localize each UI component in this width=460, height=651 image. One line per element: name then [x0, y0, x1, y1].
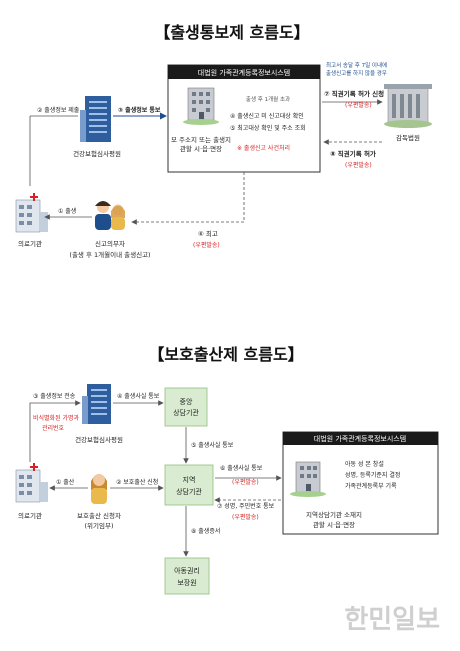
d1-label-6-sub: (우편발송) — [193, 241, 220, 249]
government-building-icon-2 — [290, 461, 326, 497]
watermark: 한민일보 — [344, 605, 440, 635]
diagram1-note-line-2: 출생신고를 하지 않을 경우 — [326, 69, 387, 77]
diagram1-parent-label-2: (출생 후 1개월이내 출생신고) — [69, 250, 150, 259]
central-counseling-box: 중앙 상담기관 — [164, 387, 208, 427]
hira-building-icon — [80, 96, 111, 142]
diagram1-court-label: 감독법원 — [396, 133, 420, 142]
diagram2-mother-label-2: (위기임부) — [85, 521, 114, 530]
central-counseling-label-2: 상담기관 — [173, 408, 199, 417]
parents-person-icon — [95, 201, 125, 230]
child-rights-label-2: 보장원 — [177, 578, 196, 587]
d2-label-4: ④ 출생사실 통보 — [117, 392, 160, 400]
central-counseling-label-1: 중앙 — [180, 398, 193, 406]
local-counseling-label-2: 상담기관 — [176, 487, 202, 496]
arrow-d1-step6 — [131, 172, 245, 225]
diagram2-system-bottom-1: 지역상담기관 소재지 — [306, 510, 362, 519]
d2-label-2: ② 보호출산 신청 — [116, 478, 158, 486]
diagram2-system-line-3: 가족관계등록부 기록 — [345, 482, 397, 490]
d1-label-6: ⑥ 최고 — [198, 229, 218, 238]
diagram2-red-note-1: 비식별화된 가명과 — [33, 414, 80, 422]
diagram2-system-header: 대법원 가족관계등록정보시스템 — [314, 434, 406, 443]
diagram1-system-line-4: ※ 출생신고 사건처리 — [237, 144, 290, 152]
arrow-d2-step3 — [29, 400, 81, 462]
diagram1-municipal-label-2: 관할 시·읍·면장 — [180, 144, 222, 153]
diagram1-hira-label: 건강보험심사평원 — [73, 149, 121, 158]
government-building-icon — [183, 87, 219, 125]
diagram2-red-note-2: 관리번호 — [42, 424, 65, 432]
d1-label-3: ③ 출생정보 통보 — [118, 106, 161, 114]
d2-label-7-sub: (우편발송) — [232, 513, 259, 521]
diagram1-system-line-2: ④ 출생신고 미 신고대상 확인 — [230, 112, 304, 120]
diagram1-system-line-3: ⑤ 최고대상 확인 및 주소 조회 — [230, 124, 306, 132]
d2-label-5: ⑤ 출생사실 통보 — [191, 441, 234, 449]
diagram1-hospital-label: 의료기관 — [18, 239, 42, 248]
d2-label-6-sub: (우편발송) — [232, 478, 259, 486]
child-rights-box: 아동권리 보장원 — [164, 557, 210, 595]
diagram2-system-box: 대법원 가족관계등록정보시스템 아동 성 본 창설 성명, 등록기준지 결정 가… — [282, 431, 439, 535]
diagram1-parent-label-1: 신고의무자 — [95, 239, 125, 248]
d1-label-8-sub: (우편발송) — [345, 161, 372, 169]
diagram2-system-line-1: 아동 성 본 창설 — [345, 460, 384, 468]
diagram2-hospital-label: 의료기관 — [18, 511, 42, 520]
d1-label-7-sub: (우편발송) — [345, 101, 372, 109]
hospital-building-icon — [15, 193, 48, 233]
diagram1-system-box: 대법원 가족관계등록정보시스템 모 주소지 또는 출생지 관할 시·읍·면장 출… — [167, 64, 321, 173]
local-counseling-box: 지역 상담기관 — [164, 464, 214, 506]
hospital-building-icon-2 — [15, 463, 48, 503]
diagram2-system-line-2: 성명, 등록기준지 결정 — [345, 471, 400, 479]
d2-label-7: ⑦ 성명, 주민번호 통보 — [217, 502, 275, 510]
local-counseling-label-1: 지역 — [183, 475, 196, 484]
d1-label-8: ⑧ 직권기록 허가 — [330, 149, 376, 158]
d1-label-7: ⑦ 직권기록 허가 신청 — [324, 89, 384, 98]
d1-label-2: ② 출생정보 제출 — [37, 106, 80, 114]
diagram1-system-line-1: 출생 후 1개월 초과 — [246, 95, 290, 103]
diagram2-mother-label-1: 보호출산 신청자 — [77, 511, 121, 520]
diagram2-system-bottom-2: 관할 시·읍·면장 — [313, 520, 355, 529]
mother-person-icon — [91, 474, 107, 504]
d2-label-1: ① 출산 — [56, 478, 75, 486]
diagram1-note-line-1: 최고서 송달 후 7일 이내에 — [326, 61, 387, 69]
d2-label-6: ⑥ 출생사실 통보 — [220, 464, 263, 472]
d2-label-8: ⑧ 출생증서 — [191, 527, 220, 535]
d2-label-3: ③ 출생정보 전송 — [33, 392, 76, 400]
diagram1-title: 【출생통보제 흐름도】 — [154, 23, 309, 42]
diagram1-system-header: 대법원 가족관계등록정보시스템 — [198, 68, 290, 77]
d1-label-1: ① 출생 — [58, 207, 76, 215]
court-building-icon — [384, 84, 432, 128]
diagram2-hira-label: 건강보험심사평원 — [75, 435, 123, 444]
hira-building-icon-2 — [82, 384, 111, 424]
child-rights-label-1: 아동권리 — [174, 566, 200, 575]
diagram1-municipal-label-1: 모 주소지 또는 출생지 — [171, 135, 231, 144]
diagram2-title: 【보호출산제 흐름도】 — [148, 345, 303, 364]
